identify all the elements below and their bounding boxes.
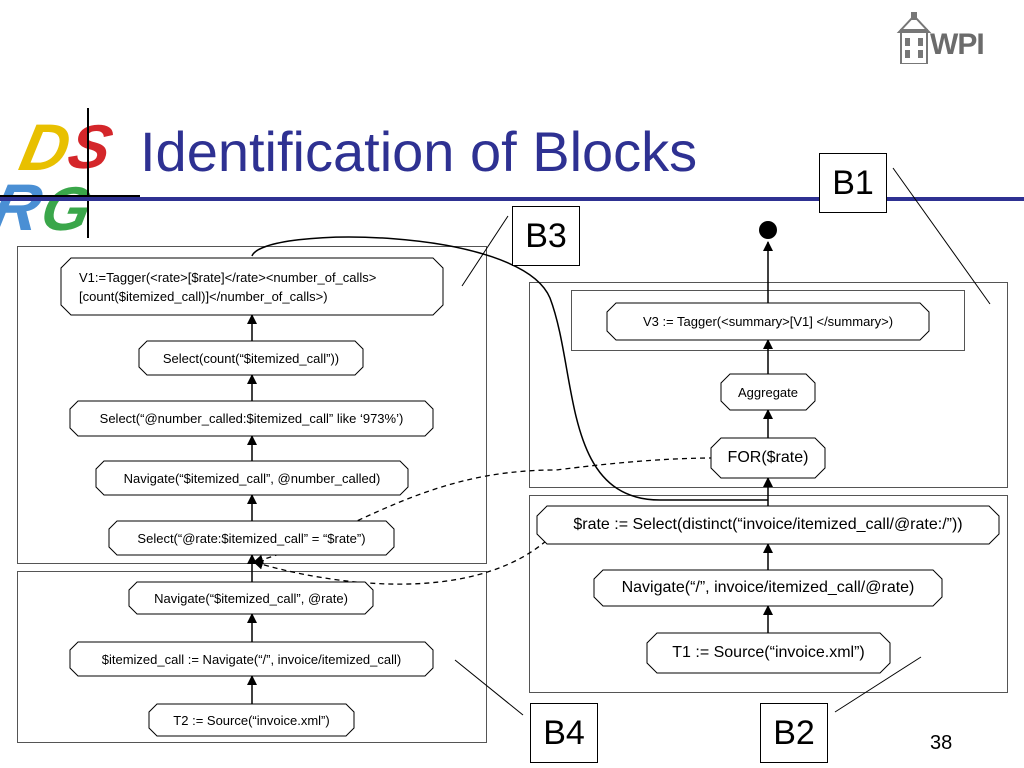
t1-source-text: T1 := Source(“invoice.xml”) <box>672 644 865 661</box>
node-for-rate: FOR($rate) <box>710 437 826 479</box>
navigate-rate-text: Navigate(“$itemized_call”, @rate) <box>154 590 348 606</box>
label-b4: B4 <box>530 703 598 763</box>
node-v3-tagger: V3 := Tagger(<summary>[V1] </summary>) <box>606 302 930 341</box>
label-b1: B1 <box>819 153 887 213</box>
label-b3: B3 <box>512 206 580 266</box>
node-select-number-called: Select(“@number_called:$itemized_call” l… <box>69 400 434 437</box>
node-rate-select: $rate := Select(distinct(“invoice/itemiz… <box>536 505 1000 545</box>
label-pointer-lines <box>454 167 991 716</box>
aggregate-text: Aggregate <box>738 384 798 400</box>
node-aggregate: Aggregate <box>720 373 816 411</box>
navigate-root-text: Navigate(“/”, invoice/itemized_call/@rat… <box>621 579 915 596</box>
wpi-building-icon <box>895 12 933 65</box>
node-v1-tagger: V1:=Tagger(<rate>[$rate]</rate><number_o… <box>60 257 444 316</box>
itemized-call-assign-text: $itemized_call := Navigate(“/”, invoice/… <box>101 651 402 667</box>
rate-select-text: $rate := Select(distinct(“invoice/itemiz… <box>573 516 963 533</box>
node-navigate-number-called: Navigate(“$itemized_call”, @number_calle… <box>95 460 409 496</box>
t2-source-text: T2 := Source(“invoice.xml”) <box>173 712 330 728</box>
node-t1-source: T1 := Source(“invoice.xml”) <box>646 632 891 674</box>
dsrg-logo: D S R G <box>0 108 140 245</box>
v1-tagger-line2: [count($itemized_call)]</number_of_calls… <box>79 288 328 304</box>
label-b2: B2 <box>760 703 828 763</box>
select-number-called-text: Select(“@number_called:$itemized_call” l… <box>99 411 404 426</box>
slide-title: Identification of Blocks <box>140 120 698 183</box>
node-navigate-rate: Navigate(“$itemized_call”, @rate) <box>128 581 374 615</box>
v3-tagger-text: V3 := Tagger(<summary>[V1] </summary>) <box>642 314 894 329</box>
node-t2-source: T2 := Source(“invoice.xml”) <box>148 703 355 737</box>
node-select-count: Select(count(“$itemized_call”)) <box>138 340 364 376</box>
node-navigate-root: Navigate(“/”, invoice/itemized_call/@rat… <box>593 569 943 607</box>
navigate-number-called-text: Navigate(“$itemized_call”, @number_calle… <box>123 470 381 486</box>
wpi-logo-text: WPI <box>930 28 985 61</box>
output-terminal-dot <box>759 221 777 239</box>
page-number: 38 <box>930 732 953 754</box>
v1-tagger-line1: V1:=Tagger(<rate>[$rate]</rate><number_o… <box>79 269 377 285</box>
rate-to-select-dashed <box>253 540 547 585</box>
select-count-text: Select(count(“$itemized_call”)) <box>162 350 340 366</box>
v1-to-for-curve <box>251 236 768 501</box>
title-rule <box>0 197 1024 201</box>
node-select-rate: Select(“@rate:$itemized_call” = “$rate”) <box>108 520 395 556</box>
select-rate-text: Select(“@rate:$itemized_call” = “$rate”) <box>137 530 366 546</box>
v1-tagger-text: V1:=Tagger(<rate>[$rate]</rate><number_o… <box>61 258 461 315</box>
node-itemized-call-assign: $itemized_call := Navigate(“/”, invoice/… <box>69 641 434 677</box>
for-rate-text: FOR($rate) <box>727 449 809 466</box>
